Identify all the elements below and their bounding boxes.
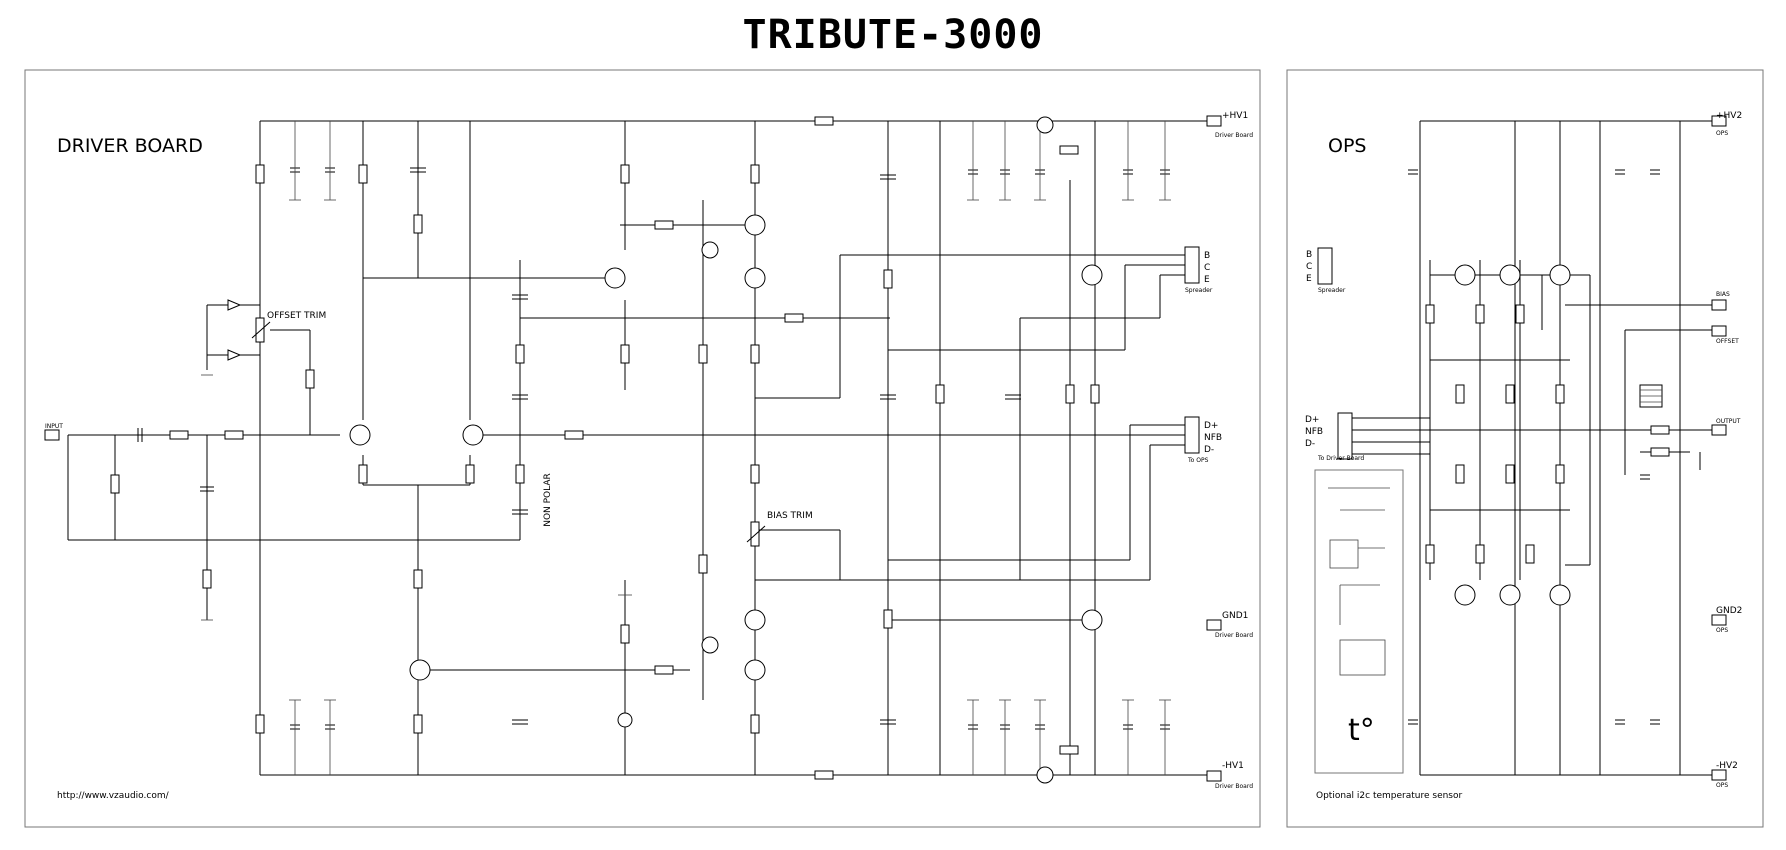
ops-bias-label: BIAS (1716, 291, 1730, 298)
temp-sensor-box (1314, 469, 1404, 774)
ops-bce-e: E (1306, 274, 1312, 284)
driver-ops-dminus: D- (1204, 445, 1214, 455)
driver-board-schematic (44, 115, 1222, 784)
driver-neg-rail-label: -HV1 (1222, 761, 1244, 771)
url-footer: http://www.vzaudio.com/ (57, 791, 170, 801)
ops-dplus: D+ (1305, 415, 1319, 425)
ops-pos-label: +HV2 (1716, 111, 1742, 121)
driver-bce-b: B (1204, 251, 1210, 261)
driver-gnd-sub: Driver Board (1215, 632, 1253, 639)
ops-pos-sub: OPS (1716, 130, 1728, 137)
ops-heading: OPS (1328, 135, 1366, 157)
ops-output-label: OUTPUT (1716, 418, 1741, 425)
driver-pos-rail-sub: Driver Board (1215, 132, 1253, 139)
offset-trim-label: OFFSET TRIM (267, 311, 326, 321)
temp-caption: Optional i2c temperature sensor (1316, 791, 1463, 801)
driver-board-frame (24, 69, 1261, 828)
ops-neg-label: -HV2 (1716, 761, 1738, 771)
ops-spreader-label: Spreader (1318, 287, 1346, 294)
input-label: INPUT (45, 423, 63, 430)
ops-to-driver-label: To Driver Board (1317, 455, 1364, 462)
ops-bce-b: B (1306, 250, 1312, 260)
ops-neg-sub: OPS (1716, 782, 1728, 789)
driver-neg-rail-sub: Driver Board (1215, 783, 1253, 790)
ops-offset-label: OFFSET (1716, 338, 1739, 345)
temp-symbol: t° (1348, 713, 1375, 748)
driver-gnd-label: GND1 (1222, 611, 1248, 621)
driver-bce-e: E (1204, 275, 1210, 285)
driver-spreader-label: Spreader (1185, 287, 1213, 294)
driver-board-heading: DRIVER BOARD (57, 135, 203, 157)
driver-ops-nfb: NFB (1204, 433, 1222, 443)
ops-gnd-label: GND2 (1716, 606, 1742, 616)
driver-to-ops-label: To OPS (1187, 457, 1209, 464)
schematic-title: TRIBUTE-3000 (742, 12, 1044, 58)
driver-pos-rail-label: +HV1 (1222, 111, 1248, 121)
non-polar-label: NON POLAR (543, 473, 553, 527)
ops-dminus: D- (1305, 439, 1315, 449)
ops-gnd-sub: OPS (1716, 627, 1728, 634)
driver-ops-dplus: D+ (1204, 421, 1218, 431)
bias-trim-label: BIAS TRIM (767, 511, 813, 521)
ops-nfb: NFB (1305, 427, 1323, 437)
driver-bce-c: C (1204, 263, 1210, 273)
ops-bce-c: C (1306, 262, 1312, 272)
ops-frame (1286, 69, 1764, 828)
ops-schematic (1314, 115, 1727, 781)
